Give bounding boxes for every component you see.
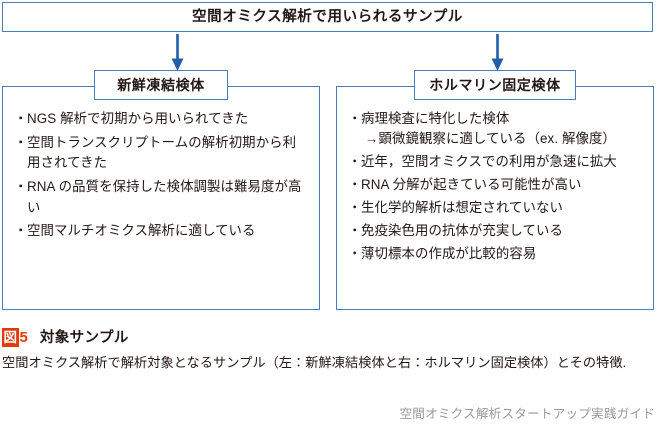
top-banner-title: 空間オミクス解析で用いられるサンプル [192, 8, 463, 25]
source-footer-note: 空間オミクス解析スタートアップ実践ガイド [399, 407, 655, 421]
bullet-list-fresh-frozen: ・ NGS 解析で初期から用いられてきた ・ 空間トランスクリプトームの解析初期… [3, 87, 319, 245]
bullet-mark-icon: ・ [14, 111, 28, 126]
list-item-text: 空間マルチオミクス解析に適している [27, 223, 256, 239]
column-header-ffpe: ホルマリン固定検体 [414, 70, 576, 100]
column-box-fresh-frozen: ・ NGS 解析で初期から用いられてきた ・ 空間トランスクリプトームの解析初期… [2, 86, 320, 310]
list-item: ・ 生化学的解析は想定されていない [348, 198, 642, 218]
list-item: ・ 空間トランスクリプトームの解析初期から利用されてきた [14, 133, 308, 174]
caption-heading: 図 5 対象サンプル [2, 328, 657, 347]
caption-title: 対象サンプル [39, 329, 129, 346]
figure-caption: 図 5 対象サンプル 空間オミクス解析で解析対象となるサンプル（左：新鮮凍結検体… [2, 328, 657, 373]
list-item: ・ RNA の品質を保持した検体調製は難易度が高い [14, 177, 308, 218]
list-item-text: 生化学的解析は想定されていない [361, 200, 563, 215]
list-item: ・ 病理検査に特化した検体 →顕微鏡観察に適している（ex. 解像度） [348, 109, 642, 150]
list-item: ・ NGS 解析で初期から用いられてきた [14, 109, 308, 129]
column-header-fresh-frozen: 新鮮凍結検体 [94, 70, 228, 100]
list-item-text: 近年，空間オミクスでの利用が急速に拡大 [361, 154, 617, 170]
column-box-ffpe: ・ 病理検査に特化した検体 →顕微鏡観察に適している（ex. 解像度） ・ 近年… [336, 86, 654, 310]
list-item-text: 空間トランスクリプトームの解析初期から利用されてきた [27, 134, 297, 171]
list-item-text: RNA の品質を保持した検体調製は難易度が高い [27, 179, 302, 215]
list-item-text: 薄切標本の作成が比較的容易 [361, 245, 537, 261]
caption-body: 空間オミクス解析で解析対象となるサンプル（左：新鮮凍結検体と右：ホルマリン固定検… [2, 355, 627, 370]
bullet-mark-icon: ・ [348, 177, 362, 193]
bullet-mark-icon: ・ [14, 179, 28, 195]
bullet-mark-icon: ・ [348, 245, 362, 261]
column-header-label: 新鮮凍結検体 [117, 77, 205, 93]
list-item: ・ RNA 分解が起きている可能性が高い [348, 175, 642, 195]
list-item-main-text: 病理検査に特化した検体 [361, 111, 510, 126]
list-item: ・ 免疫染色用の抗体が充実している [348, 221, 642, 241]
arrow-down-to-ffpe [491, 34, 504, 72]
list-item-sub-text: →顕微鏡観察に適している（ex. 解像度） [365, 131, 616, 147]
bullet-mark-icon: ・ [348, 200, 362, 215]
bullet-mark-icon: ・ [348, 154, 362, 170]
bullet-mark-icon: ・ [14, 134, 28, 150]
bullet-mark-icon: ・ [348, 222, 362, 238]
list-item-text: RNA 分解が起きている可能性が高い [361, 177, 582, 193]
figure-tag-badge: 図 [2, 328, 19, 347]
list-item-text: 病理検査に特化した検体 →顕微鏡観察に適している（ex. 解像度） [361, 109, 642, 150]
bullet-mark-icon: ・ [348, 111, 362, 126]
bullet-mark-icon: ・ [14, 223, 28, 239]
list-item: ・ 薄切標本の作成が比較的容易 [348, 244, 642, 264]
top-banner-box: 空間オミクス解析で用いられるサンプル [2, 2, 653, 32]
list-item-text: NGS 解析で初期から用いられてきた [27, 111, 249, 126]
list-item: ・ 空間マルチオミクス解析に適している [14, 221, 308, 241]
column-header-label: ホルマリン固定検体 [429, 77, 561, 93]
list-item: ・ 近年，空間オミクスでの利用が急速に拡大 [348, 152, 642, 172]
figure-number: 5 [19, 328, 28, 346]
bullet-list-ffpe: ・ 病理検査に特化した検体 →顕微鏡観察に適している（ex. 解像度） ・ 近年… [337, 87, 653, 267]
list-item-text: 免疫染色用の抗体が充実している [361, 222, 563, 238]
arrow-down-to-fresh-frozen [171, 34, 184, 72]
